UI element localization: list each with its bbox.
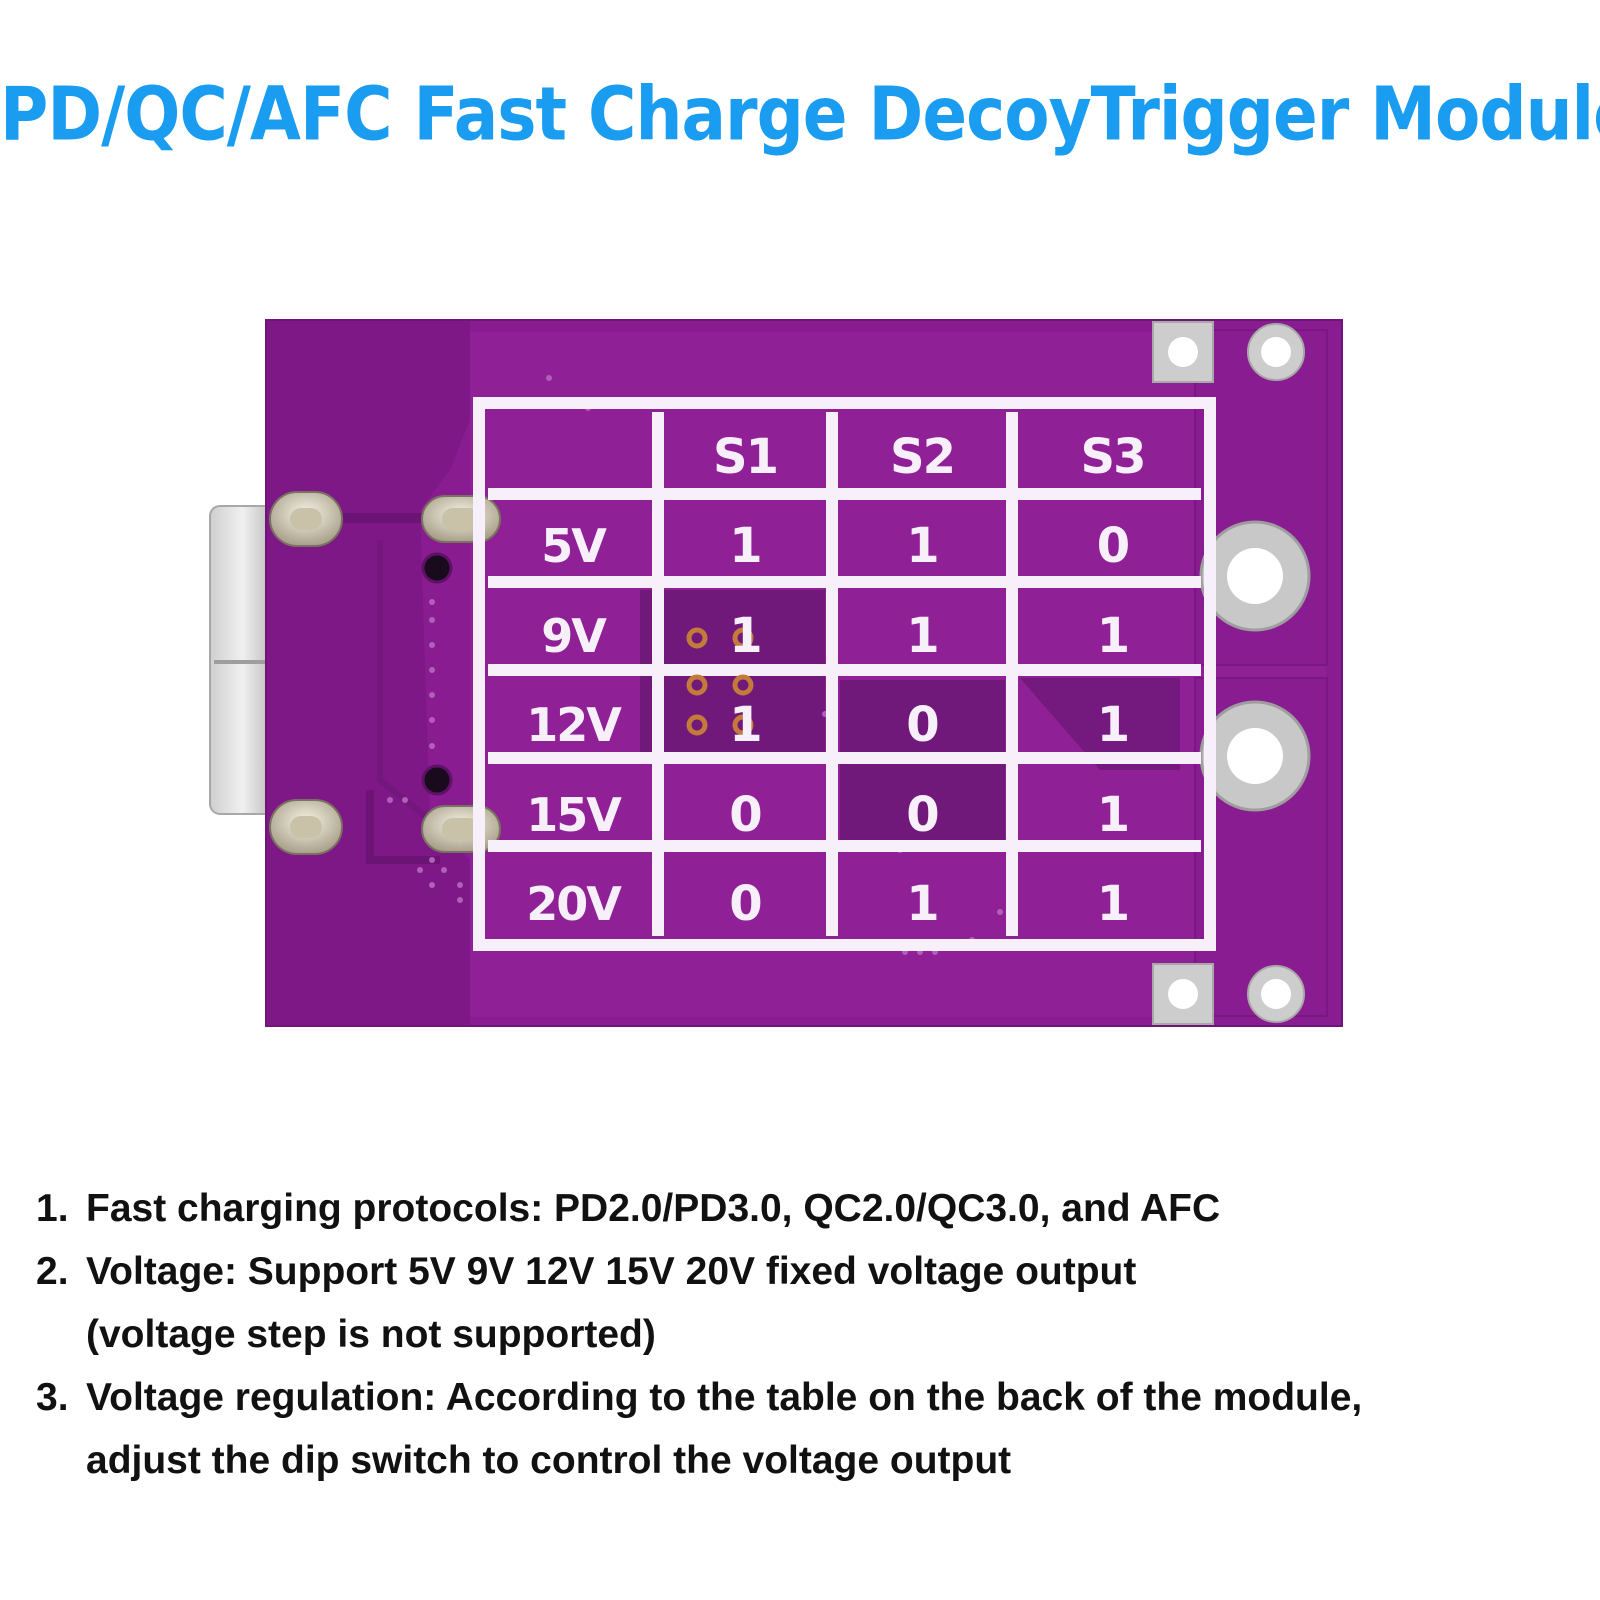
- feature-line: adjust the dip switch to control the vol…: [86, 1439, 1012, 1482]
- table-header-row: S1 S2 S3: [488, 412, 1213, 502]
- feature-item: 1. Fast charging protocols: PD2.0/PD3.0,…: [36, 1177, 1576, 1240]
- row-voltage-label: 12V: [526, 698, 622, 753]
- feature-line: Voltage: Support 5V 9V 12V 15V 20V fixed…: [86, 1250, 1137, 1293]
- dip-switch-voltage-table: S1 S2 S3 5V 1 1 0 9V 1 1 1 12V 1 0 1 15V…: [488, 412, 1213, 949]
- cell-s2: 0: [906, 786, 939, 843]
- silkscreen-table-frame: [473, 397, 1216, 951]
- feature-list: 1. Fast charging protocols: PD2.0/PD3.0,…: [36, 1177, 1576, 1492]
- cell-s3: 1: [1096, 697, 1130, 754]
- cell-s2: 1: [906, 607, 939, 664]
- cell-s1: 0: [729, 876, 762, 933]
- feature-item: 3. Voltage regulation: According to the …: [36, 1366, 1576, 1492]
- cell-s2: 1: [906, 518, 939, 575]
- cell-s3: 0: [1096, 518, 1130, 575]
- table-header-corner: [488, 412, 658, 502]
- table-row: 12V 1 0 1: [488, 681, 1213, 771]
- cell-s1: 0: [729, 786, 762, 843]
- row-voltage-label: 20V: [526, 877, 622, 932]
- feature-line: Fast charging protocols: PD2.0/PD3.0, QC…: [86, 1187, 1221, 1230]
- cell-s1: 1: [729, 697, 762, 754]
- feature-item: 2. Voltage: Support 5V 9V 12V 15V 20V fi…: [36, 1240, 1576, 1366]
- pcb-board-illustration: [209, 319, 1343, 1027]
- feature-line: (voltage step is not supported): [86, 1313, 656, 1356]
- module-photo: [200, 300, 1380, 1080]
- table-header-s2: S2: [890, 428, 956, 485]
- feature-number: 3.: [36, 1376, 69, 1419]
- feature-text: Voltage regulation: According to the tab…: [86, 1366, 1576, 1492]
- row-voltage-label: 5V: [541, 519, 607, 574]
- row-voltage-label: 15V: [526, 787, 622, 842]
- cell-s3: 1: [1096, 607, 1130, 664]
- table-row: 20V 0 1 1: [488, 860, 1213, 950]
- cell-s2: 1: [906, 876, 939, 933]
- table-header-s3: S3: [1080, 428, 1147, 485]
- cell-s1: 1: [729, 607, 762, 664]
- feature-line: Voltage regulation: According to the tab…: [86, 1376, 1363, 1419]
- feature-text: Fast charging protocols: PD2.0/PD3.0, QC…: [86, 1177, 1576, 1240]
- cell-s1: 1: [729, 518, 762, 575]
- feature-number: 2.: [36, 1250, 69, 1293]
- feature-text: Voltage: Support 5V 9V 12V 15V 20V fixed…: [86, 1240, 1576, 1366]
- table-row: 9V 1 1 1: [488, 591, 1213, 681]
- page-title: PD/QC/AFC Fast Charge DecoyTrigger Modul…: [0, 71, 1600, 158]
- cell-s3: 1: [1096, 786, 1130, 843]
- table-row: 5V 1 1 0: [488, 502, 1213, 592]
- table-row: 15V 0 0 1: [488, 770, 1213, 860]
- cell-s2: 0: [906, 697, 939, 754]
- feature-number: 1.: [36, 1187, 69, 1230]
- cell-s3: 1: [1096, 876, 1130, 933]
- row-voltage-label: 9V: [541, 608, 607, 663]
- table-header-s1: S1: [713, 428, 779, 485]
